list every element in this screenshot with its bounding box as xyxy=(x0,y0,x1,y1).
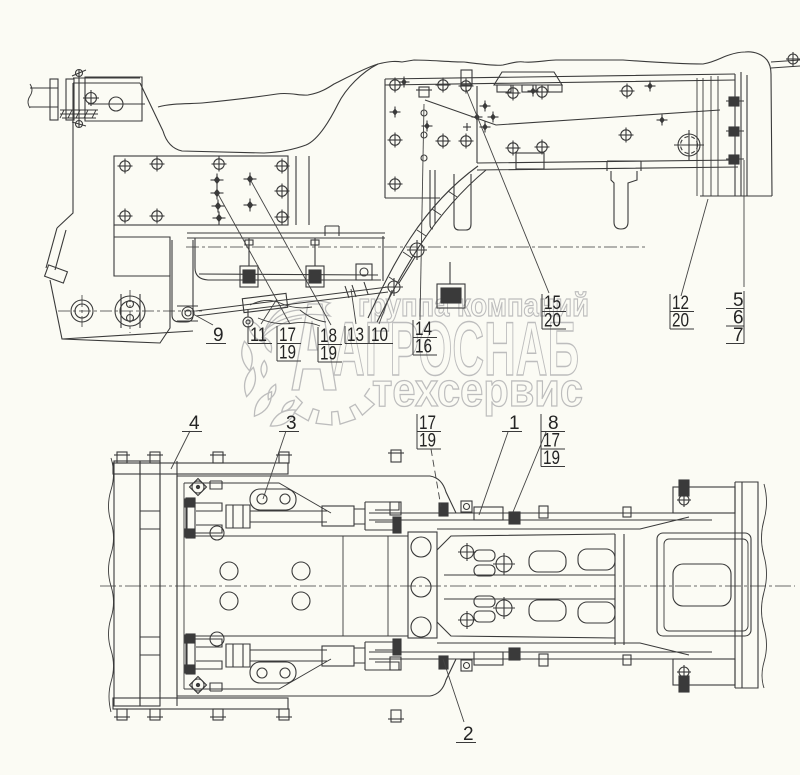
svg-text:7: 7 xyxy=(733,325,744,346)
svg-text:18: 18 xyxy=(320,326,337,347)
svg-text:11: 11 xyxy=(250,325,267,346)
svg-text:АГРОСНАБ: АГРОСНАБ xyxy=(333,307,579,392)
svg-text:техсервис: техсервис xyxy=(372,363,583,416)
svg-text:8: 8 xyxy=(548,413,559,434)
svg-text:16: 16 xyxy=(415,337,432,358)
svg-text:9: 9 xyxy=(213,325,224,346)
svg-text:20: 20 xyxy=(544,311,561,332)
svg-text:10: 10 xyxy=(371,325,388,346)
svg-text:17: 17 xyxy=(419,413,436,434)
svg-text:19: 19 xyxy=(279,343,296,364)
svg-text:19: 19 xyxy=(543,448,560,469)
svg-text:1: 1 xyxy=(509,413,520,434)
svg-text:6: 6 xyxy=(733,308,744,329)
svg-text:3: 3 xyxy=(286,413,297,434)
svg-text:12: 12 xyxy=(672,293,689,314)
svg-text:2: 2 xyxy=(463,724,474,745)
svg-text:17: 17 xyxy=(279,325,296,346)
svg-text:19: 19 xyxy=(419,431,436,452)
svg-text:4: 4 xyxy=(189,413,200,434)
svg-text:14: 14 xyxy=(415,319,432,340)
svg-text:13: 13 xyxy=(347,325,364,346)
svg-text:5: 5 xyxy=(733,290,744,311)
svg-text:17: 17 xyxy=(543,431,560,452)
svg-text:15: 15 xyxy=(544,293,561,314)
svg-text:20: 20 xyxy=(672,311,689,332)
svg-text:19: 19 xyxy=(320,344,337,365)
